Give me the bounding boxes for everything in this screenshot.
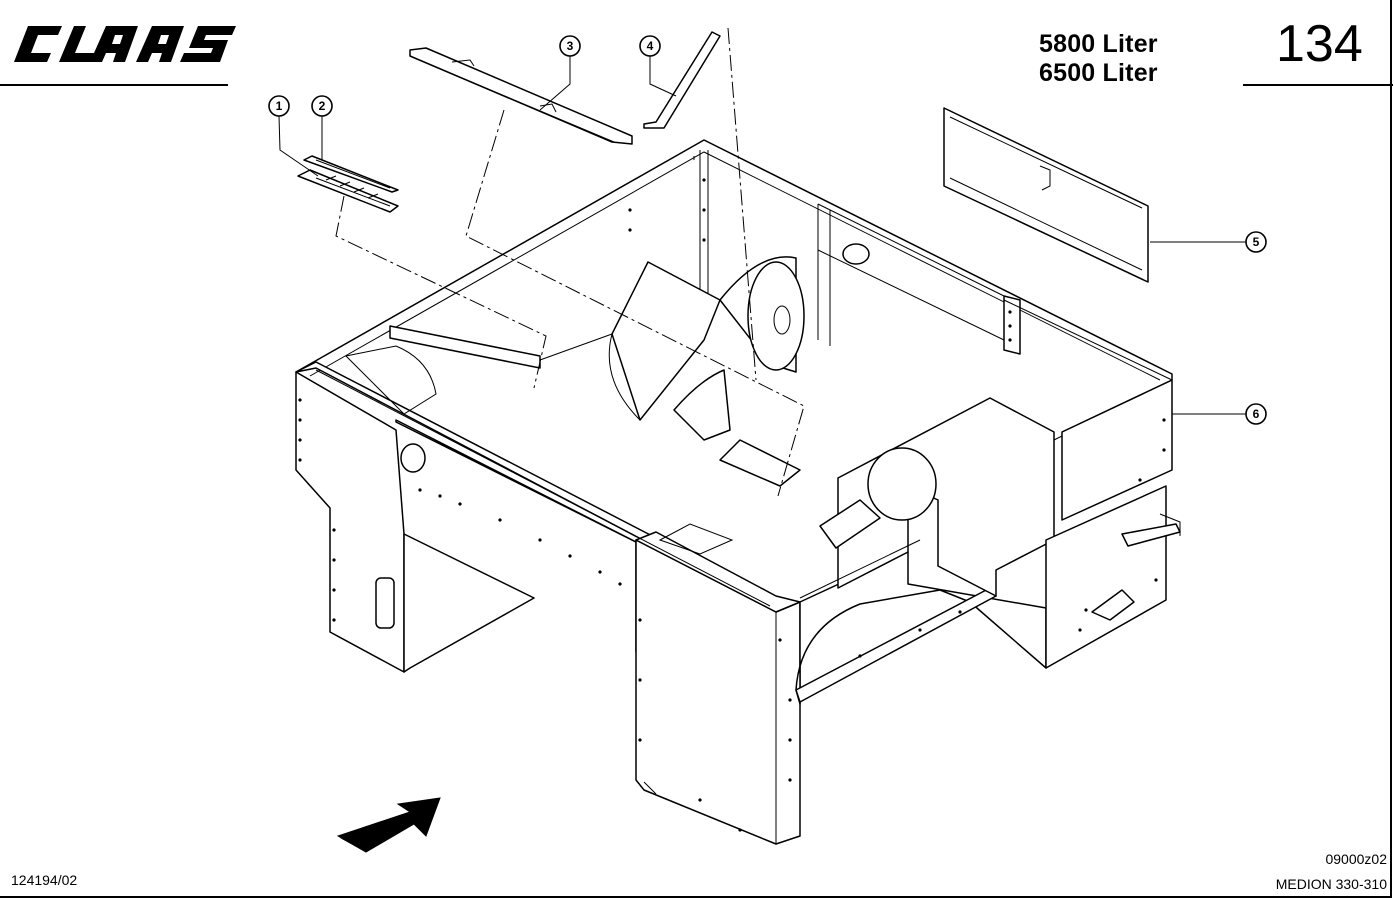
callout-6: 6 xyxy=(1245,403,1267,425)
rivets xyxy=(298,178,1166,832)
model-name: MEDION 330-310 xyxy=(1275,876,1387,892)
callout-3: 3 xyxy=(559,35,581,57)
callout-2: 2 xyxy=(311,95,333,117)
drawing-number: 124194/02 xyxy=(11,872,78,888)
claas-logo xyxy=(14,26,236,62)
part-5-rear-panel xyxy=(943,107,1149,283)
part-1-grille xyxy=(297,169,399,213)
callout-6-label: 6 xyxy=(1253,407,1260,421)
callout-5-label: 5 xyxy=(1253,235,1260,249)
callout-4: 4 xyxy=(639,35,661,57)
part-4-strut xyxy=(643,31,721,129)
capacity-label-5800: 5800 Liter xyxy=(1039,30,1158,58)
callout-1-label: 1 xyxy=(276,99,283,113)
callout-4-label: 4 xyxy=(647,39,654,53)
part-3-cover-plate xyxy=(409,47,633,145)
direction-arrow-icon xyxy=(336,797,441,853)
callout-3-label: 3 xyxy=(567,39,574,53)
page-number: 134 xyxy=(1276,15,1363,73)
header-rule-left xyxy=(0,84,228,86)
header-rule-right xyxy=(1243,84,1393,86)
capacity-label-6500: 6500 Liter xyxy=(1039,59,1158,87)
part-2-grille xyxy=(303,155,399,193)
callout-2-label: 2 xyxy=(319,99,326,113)
callout-5: 5 xyxy=(1245,231,1267,253)
callout-1: 1 xyxy=(268,95,290,117)
part-6-tank-body xyxy=(295,139,1181,845)
leader-lines xyxy=(278,56,1246,415)
document-code: 09000z02 xyxy=(1325,851,1387,867)
assembly-lines xyxy=(335,27,805,497)
